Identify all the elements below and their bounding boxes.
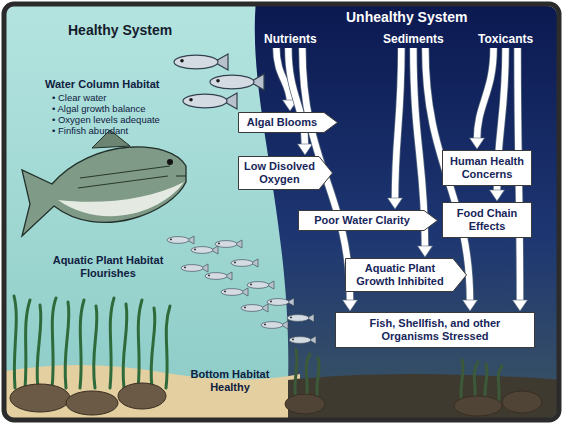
source-name: Toxicants <box>478 32 533 46</box>
effect-arrow-box: Algal Blooms <box>238 112 338 133</box>
effect-box: Human Health Concerns <box>442 150 532 186</box>
effect-arrow-box: Aquatic Plant Growth Inhibited <box>345 258 467 292</box>
source-label: Toxicants <box>476 31 535 47</box>
bass-stripes <box>78 166 170 188</box>
frame <box>4 4 559 420</box>
panel-title: Healthy System <box>68 22 172 39</box>
rock <box>454 396 502 416</box>
arrowhead <box>418 246 433 257</box>
small-fish <box>267 298 294 306</box>
bass-body <box>22 147 186 236</box>
flow-arrow <box>470 48 494 149</box>
finfish <box>210 74 264 90</box>
effect-box: Food Chain Effects <box>442 202 532 238</box>
rock <box>66 391 118 415</box>
panel-title: Unhealthy System <box>346 9 467 26</box>
grass-blade <box>138 300 142 388</box>
grass-blade <box>94 306 97 388</box>
bass-belly <box>58 182 184 216</box>
box-text: Low Disolved Oxygen <box>242 160 317 186</box>
bullet-item: • Clear water <box>52 92 107 103</box>
small-fish <box>181 264 208 272</box>
grass-blade <box>65 302 69 388</box>
grass-blade <box>25 300 30 388</box>
arrow-box-shape <box>239 113 338 133</box>
arrow-box-shape <box>299 211 438 231</box>
rock <box>285 394 325 414</box>
source-name: Nutrients <box>264 32 317 46</box>
arrow-box-shape <box>346 259 467 292</box>
grass-blade <box>498 366 502 405</box>
grass-blade <box>151 308 155 388</box>
small-fish <box>191 246 218 254</box>
arrow-box-shape <box>239 157 333 190</box>
grass-blade <box>123 304 127 388</box>
habitat-label: Aquatic Plant Habitat Flourishes <box>42 254 174 280</box>
rocks <box>10 383 542 416</box>
box-text: Algal Blooms <box>242 116 322 129</box>
arrowhead <box>343 300 358 311</box>
box-text: Poor Water Clarity <box>302 214 422 227</box>
healthy-sand <box>6 365 300 418</box>
small-fish <box>215 240 242 248</box>
arrowhead <box>298 144 313 155</box>
effect-arrow-box: Low Disolved Oxygen <box>238 156 333 190</box>
small-fish <box>167 236 194 244</box>
grass-blade <box>52 298 56 388</box>
healthy-water <box>6 6 557 418</box>
habitat-heading: Water Column Habitat <box>45 78 160 91</box>
habitat-label: Bottom Habitat Healthy <box>180 368 280 394</box>
box-text: Human Health Concerns <box>447 155 527 181</box>
unhealthy-water <box>255 6 557 418</box>
grass-blade <box>306 354 310 400</box>
box-text: Fish, Shellfish, and other Organisms Str… <box>340 317 530 343</box>
bullet-item: • Finfish abundant <box>52 125 128 136</box>
bullet-item: • Algal growth balance <box>52 103 146 114</box>
effect-box: Fish, Shellfish, and other Organisms Str… <box>335 312 535 348</box>
arrowhead <box>470 138 485 149</box>
source-label: Nutrients <box>262 31 319 47</box>
arrowhead <box>490 190 505 201</box>
arrowhead <box>513 300 528 311</box>
bass-mouth <box>176 175 186 176</box>
small-fish <box>287 314 314 322</box>
flow-arrow-line <box>395 48 401 200</box>
small-fish <box>205 272 232 280</box>
flow-arrow-outline <box>477 48 494 140</box>
finfish <box>174 54 228 70</box>
box-text: Food Chain Effects <box>447 207 527 233</box>
grass-blade <box>37 305 41 388</box>
grass-blade <box>110 298 114 388</box>
source-label: Sediments <box>381 31 446 47</box>
water-background <box>6 6 557 418</box>
grass-blade <box>295 350 297 400</box>
flow-arrow-outline <box>395 48 401 200</box>
source-name: Sediments <box>383 32 444 46</box>
grass-blade <box>14 296 16 388</box>
rock <box>118 383 166 409</box>
rock <box>502 391 542 413</box>
small-fish <box>261 321 288 329</box>
arrowhead <box>388 198 403 209</box>
box-text: Aquatic Plant Growth Inhibited <box>349 262 451 288</box>
grass-blade <box>317 358 319 400</box>
flow-arrow <box>388 48 403 209</box>
grass-blade <box>166 306 170 388</box>
flow-arrow-line <box>477 48 494 140</box>
effect-arrow-box: Poor Water Clarity <box>298 210 438 231</box>
finfish <box>183 93 237 109</box>
unhealthy-bottom <box>288 374 557 418</box>
bass-eye <box>167 159 173 165</box>
grass-blade <box>80 300 84 388</box>
arrowhead <box>463 300 478 311</box>
small-fish <box>231 259 258 267</box>
small-fish <box>289 336 316 344</box>
rock <box>10 384 70 412</box>
bullet-item: • Oxygen levels adequate <box>52 114 160 125</box>
small-fish <box>221 288 248 296</box>
small-fish <box>247 281 274 289</box>
small-fish <box>241 304 268 312</box>
striped-bass <box>22 130 186 236</box>
